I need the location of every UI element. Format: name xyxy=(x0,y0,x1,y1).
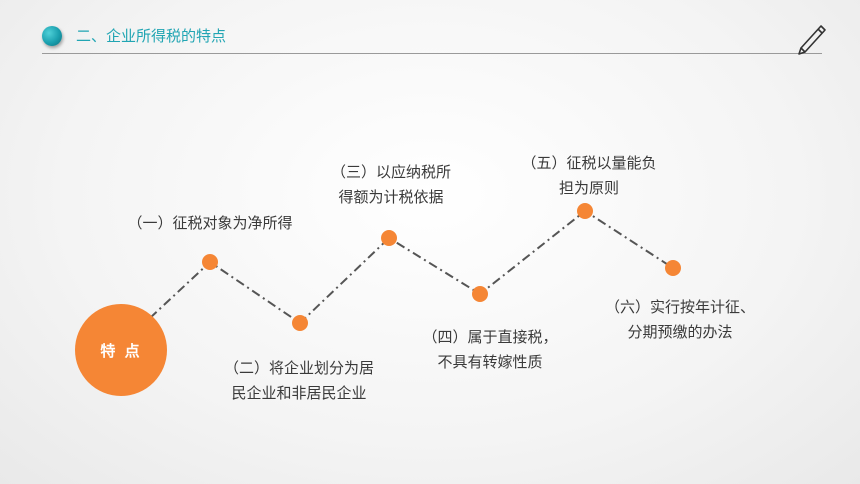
feature-label-1: （一）征税对象为净所得 xyxy=(110,211,310,236)
feature-node-4 xyxy=(472,286,488,302)
feature-label-4-line-1: （四）属于直接税， xyxy=(422,328,558,346)
feature-label-3: （三）以应纳税所 得额为计税依据 xyxy=(306,160,476,210)
feature-node-3 xyxy=(381,230,397,246)
feature-label-4: （四）属于直接税， 不具有转嫁性质 xyxy=(400,325,580,375)
feature-label-5-line-1: （五）征税以量能负 xyxy=(521,154,657,172)
feature-label-3-line-2: 得额为计税依据 xyxy=(338,188,444,206)
center-label: 特 点 xyxy=(100,341,142,360)
pen-icon xyxy=(798,25,826,55)
feature-node-2 xyxy=(292,315,308,331)
feature-label-2-line-2: 民企业和非居民企业 xyxy=(231,384,367,402)
feature-label-6-line-1: （六）实行按年计征、 xyxy=(604,298,755,316)
page-title: 二、企业所得税的特点 xyxy=(76,27,227,45)
feature-label-5: （五）征税以量能负 担为原则 xyxy=(504,151,674,201)
feature-label-2-line-1: （二）将企业划分为居 xyxy=(223,359,374,377)
feature-label-2: （二）将企业划分为居 民企业和非居民企业 xyxy=(204,356,394,406)
header-divider xyxy=(42,53,822,54)
feature-label-3-line-1: （三）以应纳税所 xyxy=(330,163,451,181)
feature-label-6-line-2: 分期预缴的办法 xyxy=(627,323,733,341)
feature-node-5 xyxy=(577,203,593,219)
feature-label-1-line-1: （一）征税对象为净所得 xyxy=(127,214,293,232)
feature-label-4-line-2: 不具有转嫁性质 xyxy=(437,353,543,371)
feature-node-6 xyxy=(665,260,681,276)
feature-label-6: （六）实行按年计征、 分期预缴的办法 xyxy=(585,295,775,345)
feature-node-1 xyxy=(202,254,218,270)
header-bullet-icon xyxy=(42,26,62,46)
feature-label-5-line-2: 担为原则 xyxy=(558,179,619,197)
center-circle: 特 点 xyxy=(75,304,167,396)
